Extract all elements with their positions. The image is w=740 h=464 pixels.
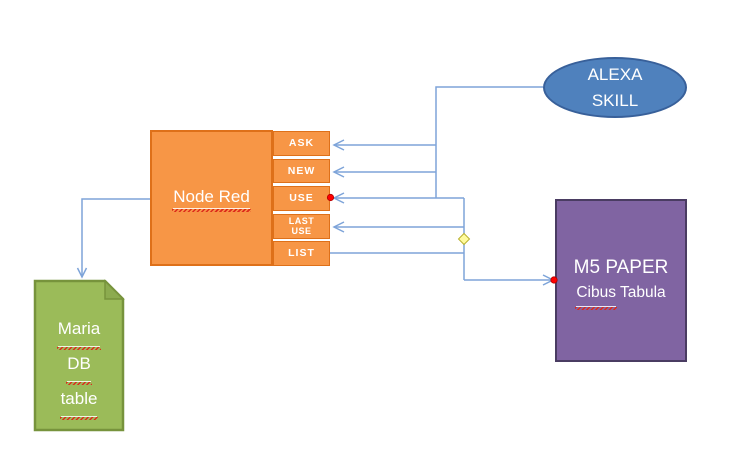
m5-paper-subtitle-word2: Tabula (619, 284, 666, 301)
connection-endpoint-dot[interactable] (326, 193, 335, 202)
alexa-skill-label-line1: ALEXA (587, 64, 643, 84)
connector-to-m5-paper[interactable] (464, 274, 558, 286)
arrowhead-down-icon (76, 267, 88, 279)
port-list-label: LIST (288, 247, 315, 260)
port-use-label: USE (289, 192, 314, 205)
connector-to-new[interactable] (332, 166, 436, 178)
arrowhead-left-icon (332, 139, 345, 151)
maria-db-label: Maria DB table (33, 312, 125, 420)
maria-db-body[interactable] (33, 279, 125, 432)
connector-to-ask[interactable] (332, 139, 436, 151)
node-red-port-last-use[interactable]: LAST USE (273, 213, 330, 239)
connector-node-red-to-maria-line[interactable] (81, 198, 150, 277)
m5-paper-subtitle-word1: Cibus (575, 281, 617, 310)
node-red-port-list[interactable]: LIST (273, 241, 330, 266)
m5-paper-subtitle: Cibus Tabula (575, 281, 666, 310)
connector-to-use[interactable] (326, 192, 464, 204)
maria-db-label-line1: Maria (56, 312, 101, 350)
connector-alexa-to-node-red[interactable] (435, 86, 543, 198)
port-new-label: NEW (287, 164, 316, 177)
arrowhead-left-icon (332, 166, 345, 178)
maria-db-fold-corner (104, 279, 125, 300)
node-red-title: Node Red (172, 187, 251, 212)
node-red-port-new[interactable]: NEW (273, 158, 330, 183)
arrowhead-left-icon (332, 221, 345, 233)
alexa-skill-node[interactable]: ALEXA SKILL (543, 57, 687, 118)
connector-node-red-to-maria-db[interactable] (76, 198, 151, 279)
connection-endpoint-dot[interactable] (550, 276, 558, 284)
node-red-port-ask[interactable]: ASK (273, 131, 330, 156)
connector-to-last-use[interactable] (332, 221, 464, 233)
port-last-use-label: LAST USE (288, 216, 315, 236)
maria-db-shape[interactable] (33, 279, 125, 432)
connector-adjust-handle-diamond[interactable] (457, 232, 471, 246)
maria-db-label-line3: table (59, 382, 99, 420)
m5-paper-title: M5 PAPER (573, 257, 669, 278)
alexa-skill-label-line2: SKILL (591, 90, 639, 110)
m5-paper-node[interactable]: M5 PAPER Cibus Tabula (555, 199, 687, 362)
port-ask-label: ASK (288, 137, 315, 150)
node-red-node[interactable]: Node Red (150, 130, 273, 266)
maria-db-label-line2: DB (66, 347, 92, 385)
node-red-port-use[interactable]: USE (273, 186, 330, 211)
